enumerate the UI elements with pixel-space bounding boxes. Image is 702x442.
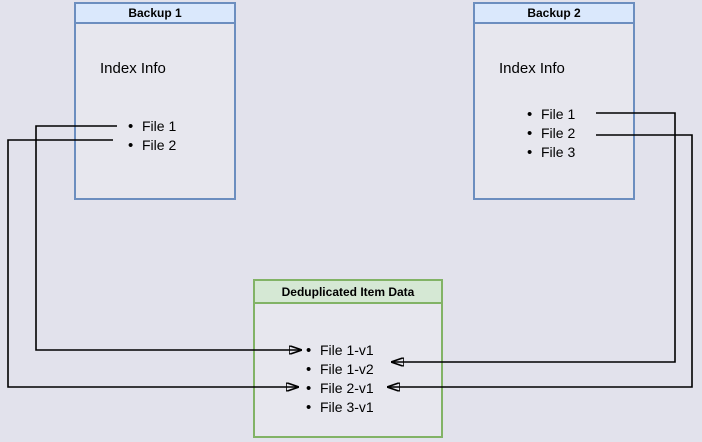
file-list-item: File 3-v1 [255,398,374,417]
file-list-item: File 2 [76,136,176,155]
backup1-file-list: File 1 File 2 [76,117,176,155]
backup1-title: Backup 1 [76,4,234,24]
backup2-file-list: File 1 File 2 File 3 [475,105,575,162]
file-list-item: File 2 [475,124,575,143]
file-list-item: File 2-v1 [255,379,374,398]
file-list-item: File 1 [76,117,176,136]
backup1-subtitle: Index Info [100,60,166,77]
backup2-box: Backup 2 Index Info File 1 File 2 File 3 [473,2,635,200]
backup2-subtitle: Index Info [499,60,565,77]
file-list-item: File 3 [475,143,575,162]
file-list-item: File 1-v2 [255,360,374,379]
dedup-title: Deduplicated Item Data [255,281,441,304]
dedup-box: Deduplicated Item Data File 1-v1 File 1-… [253,279,443,438]
file-list-item: File 1-v1 [255,341,374,360]
backup1-box: Backup 1 Index Info File 1 File 2 [74,2,236,200]
file-list-item: File 1 [475,105,575,124]
backup2-title: Backup 2 [475,4,633,24]
dedup-item-list: File 1-v1 File 1-v2 File 2-v1 File 3-v1 [255,341,374,417]
